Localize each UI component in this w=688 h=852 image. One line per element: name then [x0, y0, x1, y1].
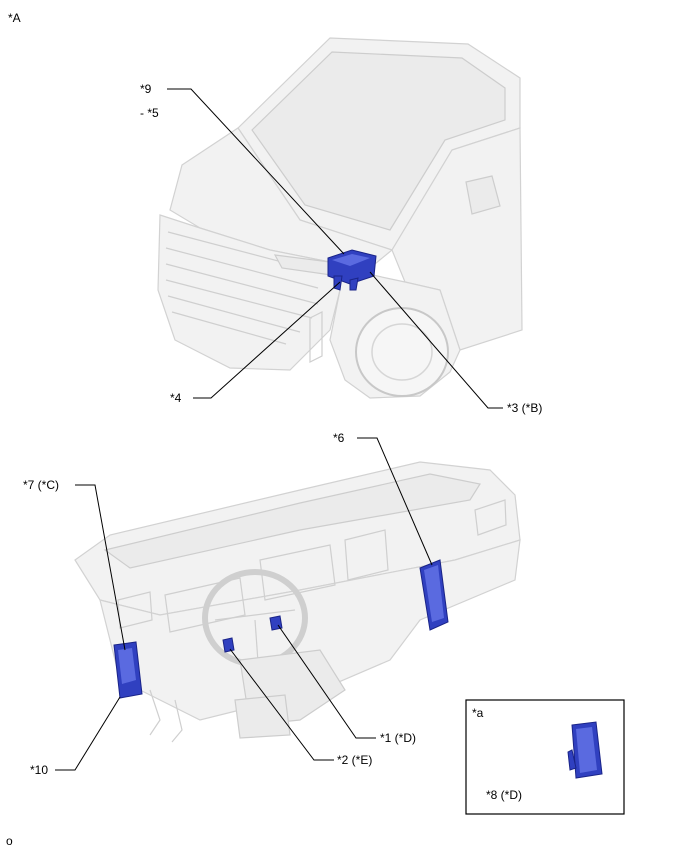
glovebox-ecu	[419, 559, 449, 631]
dashboard-illustration	[74, 461, 521, 743]
callout-10-label: *10	[30, 763, 48, 777]
corner-mark: o	[6, 834, 13, 848]
callout-1-label: *1 (*D)	[380, 731, 416, 745]
driver-side-ecu	[113, 641, 143, 699]
leader-lines	[55, 88, 586, 796]
inset-a-label: *a	[472, 706, 484, 720]
steering-column-sensor-left	[222, 637, 235, 653]
callout-9-label: *9	[140, 82, 152, 96]
callout-2-label: *2 (*E)	[337, 753, 372, 767]
front-wheel	[355, 307, 449, 397]
callout-5-label: - *5	[140, 106, 159, 120]
callout-3-label: *3 (*B)	[507, 401, 542, 415]
callout-8-label: *8 (*D)	[486, 788, 522, 802]
callout-6-label: *6	[333, 431, 345, 445]
callout-4-label: *4	[170, 391, 182, 405]
vehicle-front-illustration	[157, 37, 523, 399]
view-a-label: *A	[8, 11, 21, 25]
inset-ecu	[567, 721, 603, 779]
callout-7-label: *7 (*C)	[23, 478, 59, 492]
side-mirror	[465, 175, 501, 215]
